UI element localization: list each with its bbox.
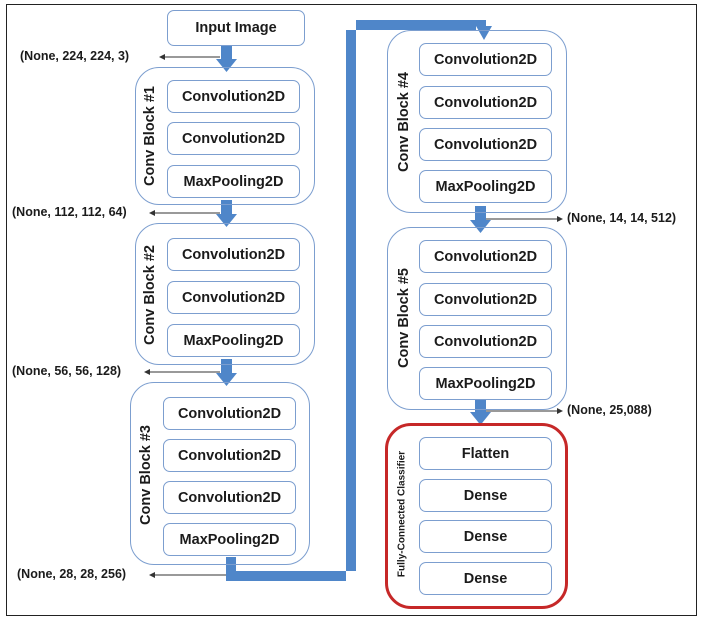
conv-block-5-layer-3: Convolution2D [419, 325, 552, 358]
shape-label-block3: (None, 28, 28, 256) [17, 567, 127, 581]
flow-arrow-block2-to-block3 [216, 359, 237, 386]
conv-block-4-layer-4: MaxPooling2D [419, 170, 552, 203]
conv-block-4 [387, 30, 567, 213]
classifier-layer-flatten: Flatten [419, 437, 552, 470]
conv-block-5-layer-2: Convolution2D [419, 283, 552, 316]
classifier-layer-dense-1: Dense [419, 479, 552, 512]
conv-block-4-layer-3: Convolution2D [419, 128, 552, 161]
conv-block-2 [135, 223, 315, 365]
flow-arrow-input-to-block1 [216, 45, 237, 72]
conv-block-1-layer-1: Convolution2D [167, 80, 300, 113]
shape-label-input: (None, 224, 224, 3) [20, 49, 130, 63]
conv-block-4-label: Conv Block #4 [396, 72, 412, 172]
conv-block-1-layer-3: MaxPooling2D [167, 165, 300, 198]
conv-block-2-layer-3: MaxPooling2D [167, 324, 300, 357]
conv-block-5-layer-4: MaxPooling2D [419, 367, 552, 400]
fully-connected-classifier [385, 423, 568, 609]
conv-block-3-layer-2: Convolution2D [163, 439, 296, 472]
conv-block-3-layer-1: Convolution2D [163, 397, 296, 430]
conv-block-5-label: Conv Block #5 [396, 268, 412, 368]
conv-block-3-layer-4: MaxPooling2D [163, 523, 296, 556]
shape-label-block1: (None, 112, 112, 64) [12, 205, 127, 219]
conv-block-4-layer-1: Convolution2D [419, 43, 552, 76]
classifier-label: Fully-Connected Classifier [396, 450, 408, 578]
classifier-layer-dense-2: Dense [419, 520, 552, 553]
conv-block-5-layer-1: Convolution2D [419, 240, 552, 273]
conv-block-1-label: Conv Block #1 [142, 86, 158, 186]
flow-arrow-block5-to-classifier [470, 398, 491, 425]
conv-block-2-label: Conv Block #2 [142, 245, 158, 345]
conv-block-1-layer-2: Convolution2D [167, 122, 300, 155]
flow-arrow-block1-to-block2 [216, 200, 237, 227]
classifier-layer-dense-3: Dense [419, 562, 552, 595]
conv-block-3-label: Conv Block #3 [138, 425, 154, 525]
shape-label-block4: (None, 14, 14, 512) [567, 211, 677, 225]
input-image-node: Input Image [167, 10, 305, 46]
conv-block-2-layer-2: Convolution2D [167, 281, 300, 314]
shape-label-block2: (None, 56, 56, 128) [12, 364, 122, 378]
conv-block-2-layer-1: Convolution2D [167, 238, 300, 271]
conv-block-1 [135, 67, 315, 205]
shape-label-block5: (None, 25,088) [567, 403, 652, 417]
conv-block-4-layer-2: Convolution2D [419, 86, 552, 119]
conv-block-3-layer-3: Convolution2D [163, 481, 296, 514]
conv-block-5 [387, 227, 567, 410]
conv-block-3 [130, 382, 310, 565]
flow-arrow-block4-to-block5 [470, 206, 491, 233]
